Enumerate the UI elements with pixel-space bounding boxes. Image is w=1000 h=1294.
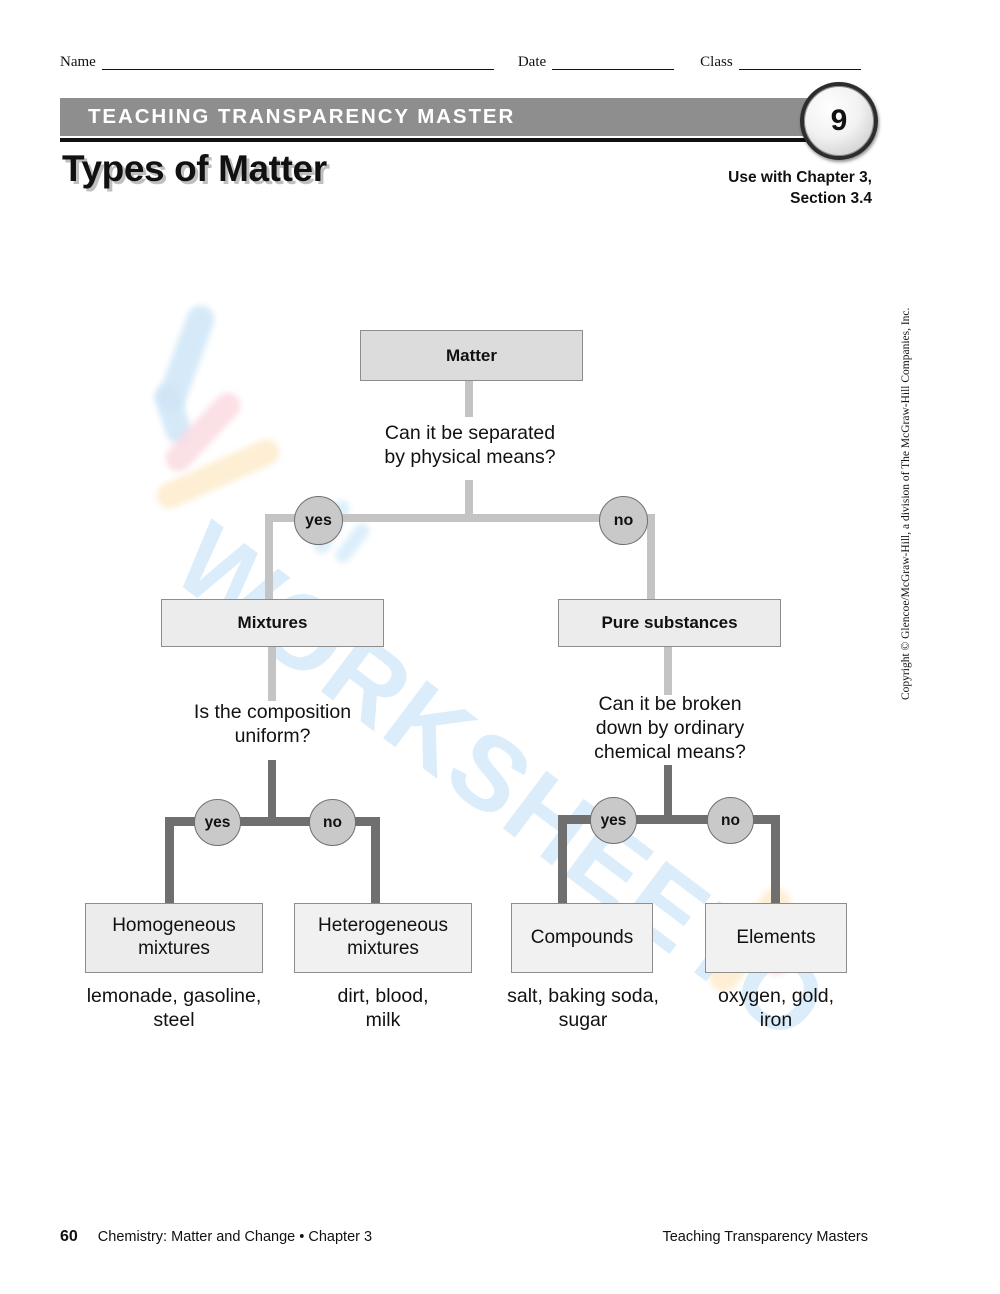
- connector-to-elements: [771, 815, 780, 905]
- branch-yes-level1-label: yes: [305, 511, 332, 529]
- node-matter-label: Matter: [445, 345, 497, 365]
- branch-no-level1-label: no: [613, 511, 634, 529]
- class-field[interactable]: Class: [700, 55, 861, 70]
- branch-no-pure-label: no: [721, 811, 740, 829]
- question-3-line-3: chemical means?: [594, 740, 746, 763]
- page-footer: 60 Chemistry: Matter and Change • Chapte…: [60, 1228, 868, 1246]
- student-info-line: Name Date Class: [60, 44, 870, 70]
- node-homogeneous-mixtures: Homogeneous mixtures: [85, 903, 263, 973]
- node-elements: Elements: [705, 903, 847, 973]
- example-heterogeneous-line-1: dirt, blood,: [337, 985, 429, 1007]
- connector-to-heterogeneous: [371, 817, 380, 907]
- question-1-line-1: Can it be separated: [384, 422, 556, 444]
- example-compounds-line-1: salt, baking soda,: [507, 985, 659, 1007]
- use-with-line-2: Section 3.4: [790, 189, 872, 207]
- branch-no-mixtures: no: [309, 799, 356, 846]
- banner-title: TEACHING TRANSPARENCY MASTER: [88, 105, 516, 128]
- name-field[interactable]: Name: [60, 55, 494, 70]
- node-pure-substances: Pure substances: [558, 599, 781, 647]
- node-homogeneous-mixtures-label: Homogeneous mixtures: [112, 915, 236, 961]
- connector-matter-stem-top: [465, 381, 473, 417]
- node-elements-label: Elements: [736, 926, 816, 948]
- node-homogeneous-line-2: mixtures: [138, 938, 210, 959]
- branch-no-level1: no: [599, 496, 648, 545]
- question-3-line-1: Can it be broken: [598, 693, 742, 715]
- footer-book-title: Chemistry: Matter and Change • Chapter 3: [97, 1229, 373, 1245]
- example-heterogeneous: dirt, blood, milk: [294, 985, 472, 1033]
- connector-to-homogeneous: [165, 817, 174, 907]
- footer-section-title: Teaching Transparency Masters: [662, 1229, 868, 1245]
- name-rule[interactable]: [101, 68, 494, 70]
- connector-pure-stem-top: [664, 647, 672, 695]
- connector-to-pure-substances: [647, 514, 655, 600]
- node-heterogeneous-mixtures: Heterogeneous mixtures: [294, 903, 472, 973]
- badge-number: 9: [830, 104, 848, 137]
- class-rule[interactable]: [738, 68, 861, 70]
- footer-page-number: 60: [60, 1228, 78, 1245]
- branch-no-pure: no: [707, 797, 754, 844]
- example-homogeneous-line-1: lemonade, gasoline,: [86, 985, 262, 1007]
- node-homogeneous-line-1: Homogeneous: [112, 915, 236, 937]
- node-heterogeneous-line-2: mixtures: [347, 938, 419, 959]
- page-title: Types of Matter: [62, 148, 327, 189]
- question-2-line-1: Is the composition: [193, 701, 352, 723]
- node-compounds-label: Compounds: [530, 926, 634, 948]
- branch-no-mixtures-label: no: [323, 813, 342, 831]
- example-homogeneous-line-2: steel: [153, 1008, 195, 1031]
- example-compounds-line-2: sugar: [558, 1008, 608, 1031]
- node-mixtures-label: Mixtures: [237, 613, 308, 632]
- node-matter: Matter: [360, 330, 583, 381]
- branch-yes-level1: yes: [294, 496, 343, 545]
- branch-yes-pure: yes: [590, 797, 637, 844]
- branch-yes-pure-label: yes: [600, 811, 627, 829]
- connector-pure-stem-bottom: [664, 765, 672, 822]
- question-2: Is the composition uniform?: [125, 701, 420, 749]
- example-elements: oxygen, gold, iron: [693, 985, 859, 1033]
- example-elements-line-1: oxygen, gold,: [717, 985, 834, 1007]
- connector-mixtures-stem-top: [268, 647, 276, 701]
- connector-level2-right-horizontal: [558, 815, 780, 824]
- question-1-line-2: by physical means?: [384, 445, 556, 468]
- node-heterogeneous-line-1: Heterogeneous: [318, 915, 448, 937]
- name-label: Name: [60, 54, 96, 70]
- use-with-note: Use with Chapter 3, Section 3.4: [728, 168, 872, 210]
- class-label: Class: [700, 54, 733, 70]
- banner-bar: [60, 98, 860, 136]
- question-3-line-2: down by ordinary: [595, 716, 745, 739]
- example-elements-line-2: iron: [759, 1008, 793, 1031]
- question-3: Can it be broken down by ordinary chemic…: [530, 693, 810, 764]
- node-compounds: Compounds: [511, 903, 653, 973]
- connector-level1-horizontal: [265, 514, 655, 522]
- connector-to-compounds: [558, 815, 567, 905]
- transparency-number-badge: 9: [800, 82, 878, 160]
- date-label: Date: [517, 54, 547, 70]
- node-mixtures: Mixtures: [161, 599, 384, 647]
- question-1: Can it be separated by physical means?: [310, 422, 630, 470]
- connector-mixtures-stem-bottom: [268, 760, 276, 822]
- connector-level2-left-horizontal: [165, 817, 380, 826]
- branch-yes-mixtures-label: yes: [204, 813, 231, 831]
- node-heterogeneous-mixtures-label: Heterogeneous mixtures: [318, 915, 448, 961]
- date-rule[interactable]: [552, 68, 675, 70]
- connector-matter-stem-bottom: [465, 480, 473, 520]
- node-pure-substances-label: Pure substances: [601, 613, 738, 632]
- branch-yes-mixtures: yes: [194, 799, 241, 846]
- date-field[interactable]: Date: [517, 54, 675, 70]
- connector-to-mixtures: [265, 514, 273, 600]
- example-compounds: salt, baking soda, sugar: [489, 985, 677, 1033]
- use-with-line-1: Use with Chapter 3,: [728, 169, 872, 186]
- question-2-line-2: uniform?: [234, 724, 311, 747]
- example-homogeneous: lemonade, gasoline, steel: [56, 985, 292, 1033]
- example-heterogeneous-line-2: milk: [365, 1008, 401, 1031]
- banner-underline: [60, 138, 860, 142]
